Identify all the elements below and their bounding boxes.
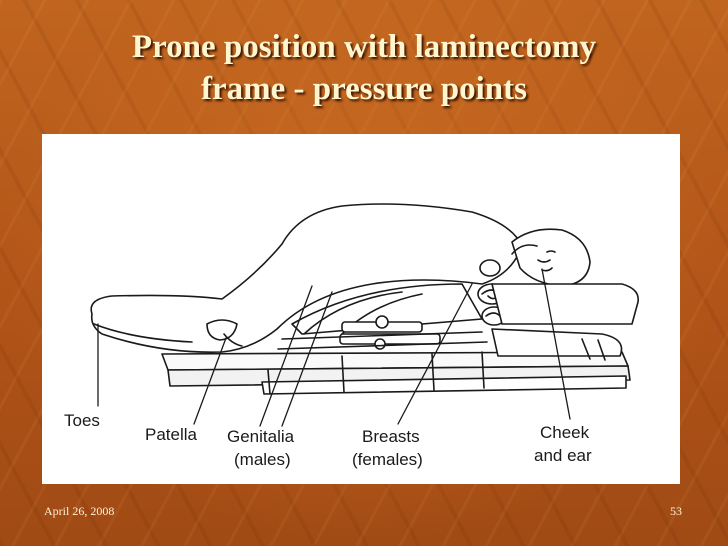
operating-table [161, 351, 631, 395]
label-leader-lines [97, 268, 571, 427]
label-breasts-sub: (females) [352, 450, 423, 469]
head-and-arms [491, 228, 639, 361]
genitalia-leader-line-2 [281, 291, 333, 427]
prone-position-illustration: Toes Patella Genitalia (males) Breasts (… [42, 134, 680, 484]
slide-page-number: 53 [670, 504, 682, 518]
patella-leader-line [193, 337, 227, 425]
label-cheek: Cheek [540, 423, 590, 442]
slide-title-line-2: frame - pressure points [200, 71, 527, 107]
label-patella: Patella [145, 425, 198, 444]
cheek-leader-line [541, 268, 571, 420]
label-toes: Toes [64, 411, 100, 430]
label-genitalia: Genitalia [227, 427, 295, 446]
label-cheek-sub: and ear [534, 446, 592, 465]
slide-title-line-1: Prone position with laminectomy [131, 29, 597, 65]
genitalia-leader-line-1 [259, 285, 313, 427]
label-genitalia-sub: (males) [234, 450, 291, 469]
laminectomy-frame [277, 283, 488, 350]
label-breasts: Breasts [362, 427, 420, 446]
breasts-leader-line [397, 283, 473, 425]
slide-date: April 26, 2008 [44, 504, 115, 518]
slide-title: Prone position with laminectomy frame - … [40, 26, 688, 110]
illustration-svg: Toes Patella Genitalia (males) Breasts (… [64, 203, 639, 469]
